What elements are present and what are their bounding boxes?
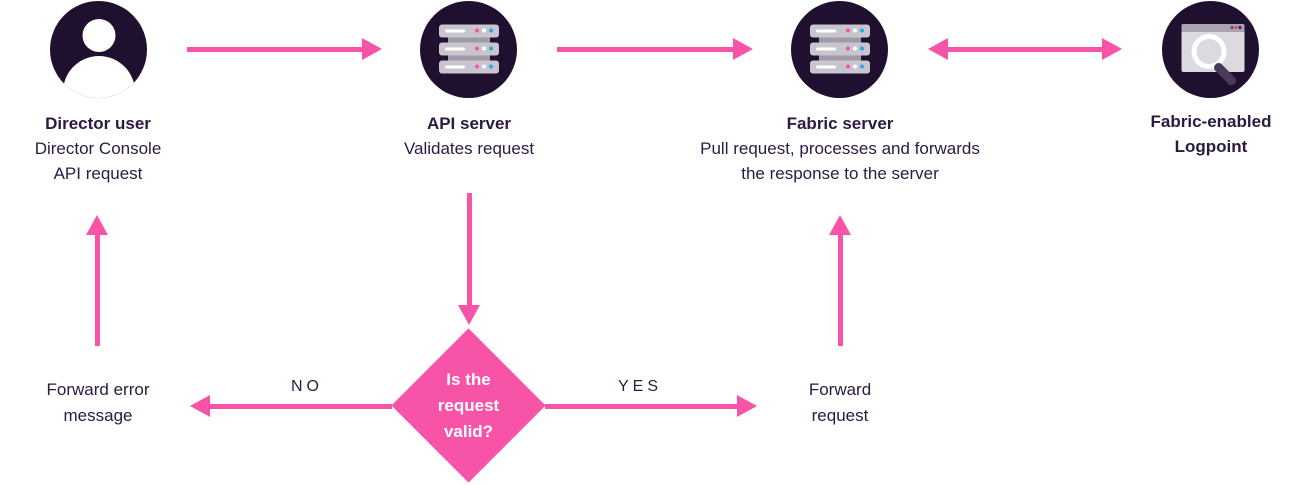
api-server-label: API server Validates request <box>349 111 589 161</box>
director-user-node <box>50 1 147 98</box>
fabric-server-line-2: the response to the server <box>741 164 939 183</box>
user-body-icon <box>62 56 135 98</box>
server-bar <box>809 24 870 37</box>
server-bar <box>438 42 499 55</box>
forward-error-line-1: Forward error <box>46 380 150 399</box>
server-bar <box>438 24 499 37</box>
browser-titlebar <box>1181 23 1244 32</box>
logpoint-line-1: Logpoint <box>1174 137 1248 156</box>
server-stack-icon <box>809 24 870 75</box>
server-bar-dash <box>815 29 836 32</box>
server-bar-leds <box>845 28 864 33</box>
forward-error-line-2: message <box>63 406 133 425</box>
api-server-line-1: Validates request <box>403 139 535 158</box>
browser-titlebar-dots <box>1230 26 1241 29</box>
director-user-line-2: API request <box>53 164 143 183</box>
server-bar-leds <box>474 46 493 51</box>
logpoint-node <box>1162 1 1259 98</box>
fabric-server-line-1: Pull request, processes and forwards <box>700 139 980 158</box>
forward-error-message-label: Forward error message <box>8 377 188 429</box>
fabric-server-title: Fabric server <box>786 114 894 133</box>
forward-request-line-1: Forward <box>808 380 872 399</box>
server-bar-dash <box>444 65 465 68</box>
browser-search-icon <box>1181 23 1244 87</box>
api-server-title: API server <box>426 114 512 133</box>
logpoint-label: Fabric-enabled Logpoint <box>1101 109 1307 159</box>
server-stack-icon <box>438 24 499 75</box>
fabric-server-label: Fabric server Pull request, processes an… <box>660 111 1020 186</box>
decision-question: Is the request valid? <box>388 367 549 445</box>
api-server-node <box>420 1 517 98</box>
director-user-label: Director user Director Console API reque… <box>0 111 208 186</box>
decision-line-3: valid? <box>443 422 494 441</box>
server-bar <box>438 60 499 73</box>
decision-line-1: Is the <box>446 370 491 389</box>
yes-branch-label: YES <box>617 378 662 395</box>
server-bar-leds <box>474 64 493 69</box>
decision-line-2: request <box>437 396 500 415</box>
no-branch-label: NO <box>291 378 323 395</box>
server-bar <box>809 60 870 73</box>
server-bar-dash <box>815 47 836 50</box>
user-head-icon <box>82 19 115 52</box>
server-bar-dash <box>444 29 465 32</box>
logpoint-title: Fabric-enabled <box>1150 112 1272 131</box>
director-user-line-1: Director Console <box>34 139 162 158</box>
magnifier-ring-icon <box>1191 33 1226 69</box>
server-bar <box>809 42 870 55</box>
forward-request-label: Forward request <box>750 377 930 429</box>
fabric-server-node <box>791 1 888 98</box>
server-bar-dash <box>444 47 465 50</box>
forward-request-line-2: request <box>811 406 869 425</box>
server-bar-dash <box>815 65 836 68</box>
server-bar-leds <box>845 64 864 69</box>
server-bar-leds <box>474 28 493 33</box>
director-user-title: Director user <box>45 114 151 133</box>
server-bar-leds <box>845 46 864 51</box>
magnifier-handle-icon <box>1211 60 1238 87</box>
